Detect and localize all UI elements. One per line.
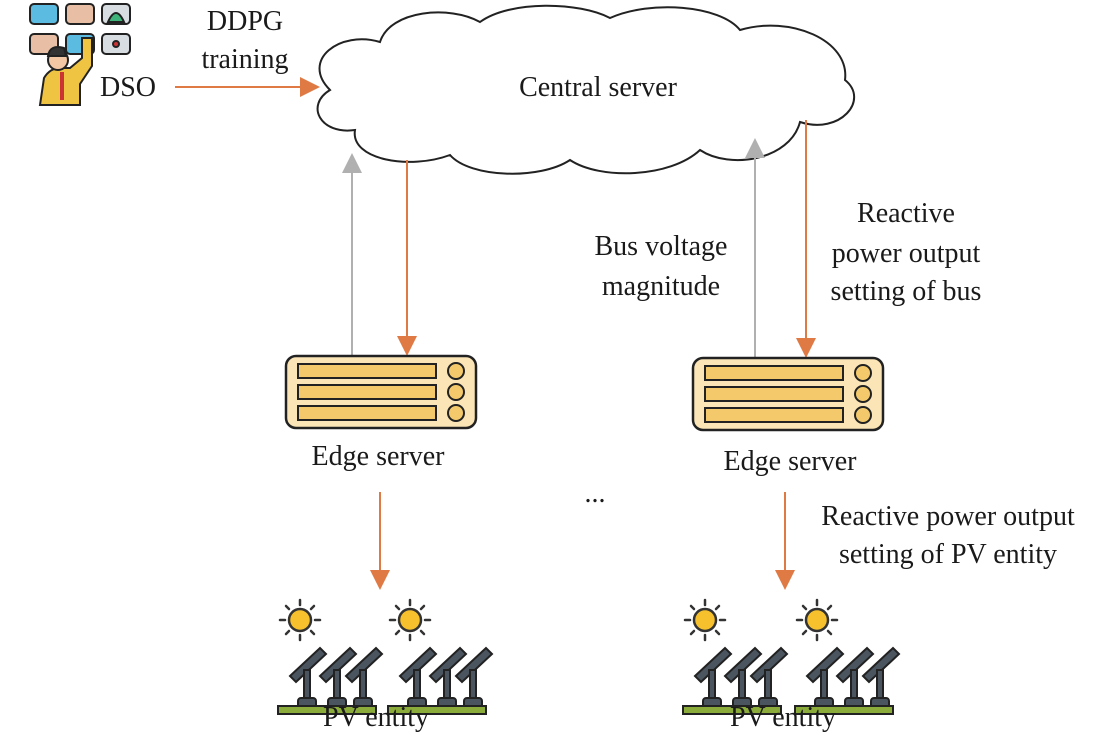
operator-dashboard-icon (29, 3, 131, 106)
training-label-line2: training (201, 44, 288, 75)
downlink-label-line2: power output (832, 238, 981, 269)
edge-server-icon (691, 356, 885, 432)
downlink-label-line3: setting of bus (831, 276, 982, 307)
pv-setting-label-line1: Reactive power output (821, 501, 1075, 532)
training-label-line1: DDPG (207, 6, 283, 37)
solar-panel-icon (793, 598, 901, 716)
edge-server-icon (284, 354, 478, 430)
pv-entity-label: PV entity (730, 702, 836, 733)
cloud-icon (316, 4, 856, 175)
edge-server-label: Edge server (724, 446, 858, 477)
downlink-label-line1: Reactive (857, 198, 955, 229)
ellipsis: ... (585, 478, 606, 509)
dso-label: DSO (100, 72, 156, 103)
solar-panel-icon (386, 598, 494, 716)
edge-server-label: Edge server (312, 441, 446, 472)
pv-entity-label: PV entity (323, 702, 429, 733)
solar-panel-icon (276, 598, 384, 716)
solar-panel-icon (681, 598, 789, 716)
central-server-label: Central server (519, 72, 677, 103)
pv-setting-label-line2: setting of PV entity (839, 539, 1057, 570)
uplink-label-line2: magnitude (602, 271, 720, 302)
uplink-label-line1: Bus voltage (595, 231, 728, 262)
